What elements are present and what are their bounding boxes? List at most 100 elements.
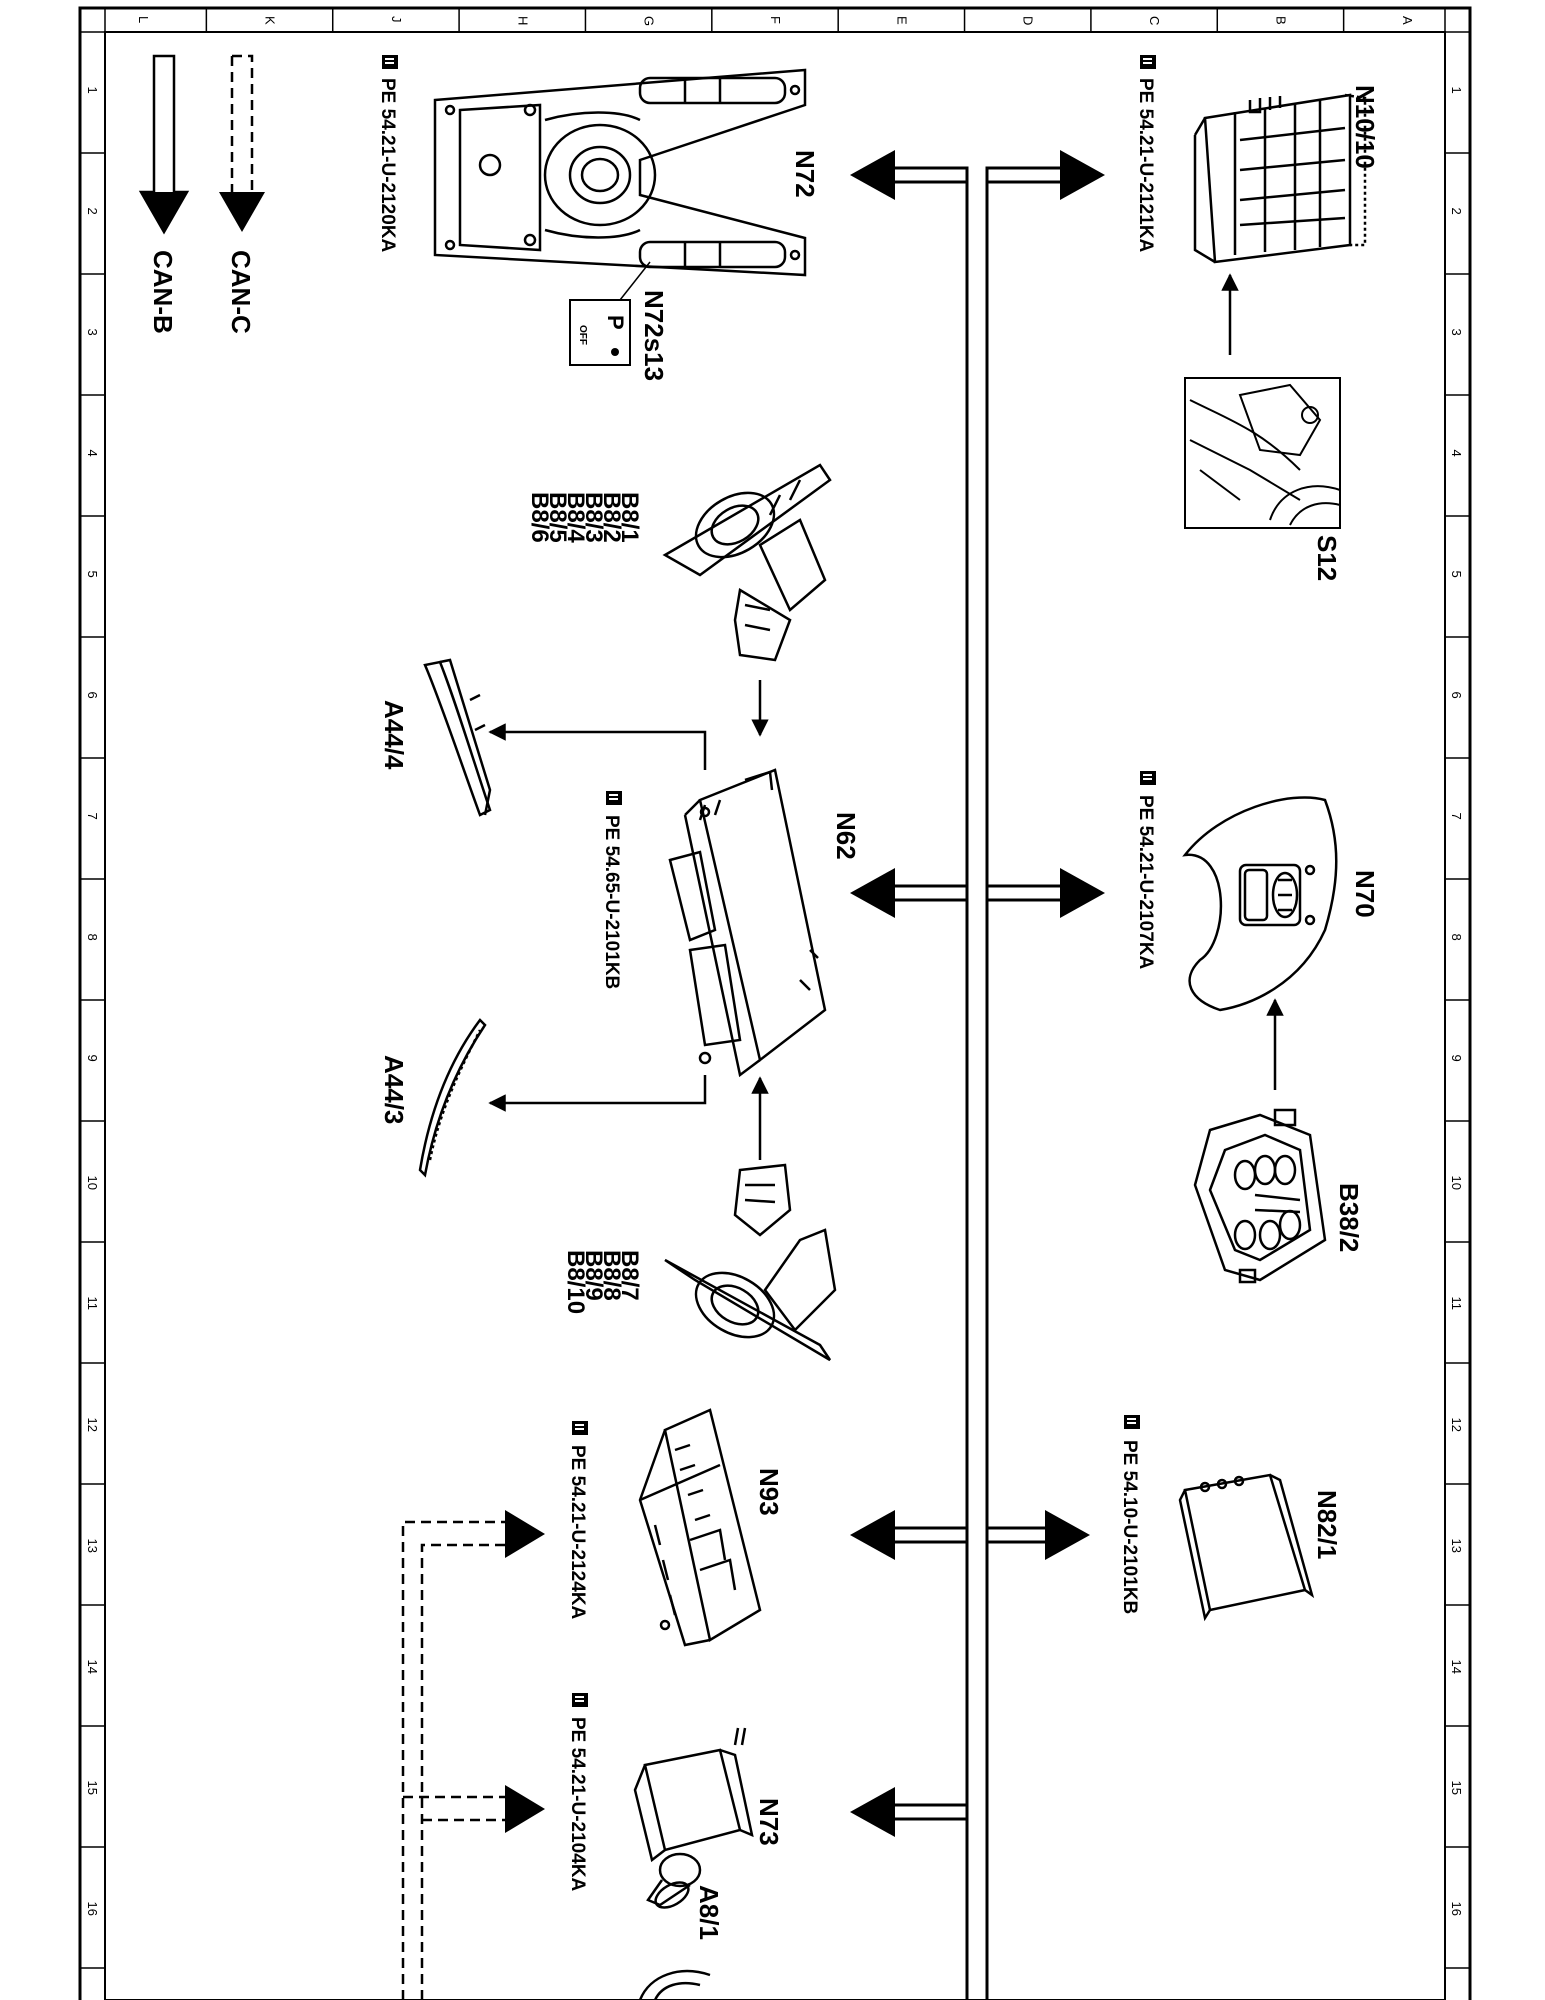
column-label: F (768, 16, 783, 24)
row-label-right: 15 (1449, 1781, 1464, 1795)
pe-book-icon (605, 790, 623, 806)
pe-book-icon (571, 1692, 589, 1708)
b8-rear-sensor-drawing (664, 1163, 837, 1362)
bus-branch-n73 (850, 1787, 967, 1837)
n72-reference-text: PE 54.21-U-2120KA (377, 78, 398, 253)
row-label-right: 12 (1449, 1418, 1464, 1432)
row-label-left: 3 (85, 329, 100, 336)
column-label: D (1021, 16, 1036, 25)
b8-front-sensor-label: B8/5 (544, 492, 571, 543)
n72s13-off-label: OFF (577, 325, 588, 345)
row-label-left: 16 (85, 1902, 100, 1916)
b8-rear-sensor-label: B8/9 (580, 1250, 607, 1301)
n70-overhead-light-module-drawing (1182, 796, 1338, 1012)
row-label-right: 6 (1449, 692, 1464, 699)
partial-component-bottom-drawing (638, 1970, 711, 2000)
row-label-right: 2 (1449, 208, 1464, 215)
b8-front-sensor-label: B8/6 (526, 492, 553, 543)
b8-front-sensor-label: B8/4 (562, 492, 589, 543)
b8-front-sensor-drawing (662, 463, 832, 662)
can-c-dashed-lines (401, 1510, 545, 2000)
a44-3-label: A44/3 (379, 1055, 409, 1124)
n73-reference-text: PE 54.21-U-2104KA (567, 1717, 588, 1892)
n62-parktronic-module-drawing (668, 768, 827, 1078)
n73-label: N73 (754, 1798, 784, 1846)
pe-book-icon (1139, 770, 1157, 786)
column-label: E (894, 16, 909, 25)
pe-book-icon (381, 54, 399, 70)
n82-1-module-drawing (1178, 1473, 1315, 1622)
row-label-right: 11 (1449, 1297, 1464, 1311)
legend-can-b: CAN-B (138, 54, 190, 334)
n82-1-reference-text: PE 54.10-U-2101KB (1119, 1440, 1140, 1614)
row-label-left: 1 (85, 87, 100, 94)
row-label-right: 8 (1449, 934, 1464, 941)
n62-to-a44-4-arrow (488, 723, 707, 770)
n72s13-label: N72s13 (639, 290, 669, 381)
b8-front-sensor-label: B8/3 (580, 492, 607, 543)
n10-10-reference: PE 54.21-U-2121KA (1135, 54, 1157, 253)
n62-to-a44-3-arrow (488, 1075, 707, 1112)
row-label-right: 14 (1449, 1660, 1464, 1674)
row-label-right: 9 (1449, 1055, 1464, 1062)
column-label: B (1273, 16, 1288, 25)
n93-module-drawing (638, 1408, 762, 1647)
n70-reference: PE 54.21-U-2107KA (1135, 770, 1157, 970)
a44-4-warning-display-drawing (423, 658, 492, 817)
row-label-left: 4 (85, 450, 100, 457)
column-label: H (515, 16, 530, 25)
b38-2-label: B38/2 (1334, 1183, 1364, 1252)
n82-1-reference: PE 54.10-U-2101KB (1119, 1414, 1141, 1614)
a8-1-label: A8/1 (694, 1885, 724, 1940)
b8-rear-sensor-label: B8/7 (616, 1250, 643, 1301)
column-label: C (1147, 16, 1162, 25)
bus-branch-n72-n10 (850, 150, 1105, 200)
legend-can-c-label: CAN-C (226, 250, 256, 334)
column-label: J (389, 16, 404, 23)
n62-reference: PE 54.65-U-2101KB (601, 790, 623, 989)
n62-label: N62 (831, 812, 861, 860)
column-label: L (136, 16, 151, 23)
n72-label: N72 (790, 150, 820, 198)
n70-label: N70 (1350, 870, 1380, 918)
n93-reference-text: PE 54.21-U-2124KA (567, 1445, 588, 1620)
column-label: K (263, 16, 278, 25)
n72-overhead-control-panel-drawing (433, 68, 807, 301)
s12-diagnostic-socket-drawing (1184, 377, 1341, 529)
bus-branch-n93-n82 (850, 1510, 1090, 1560)
a44-3-warning-display-drawing (418, 1018, 487, 1178)
bus-branch-n62-n70 (850, 868, 1105, 918)
n10-10-label: N10/10 (1350, 85, 1380, 169)
b38-2-rain-light-sensor-drawing (1193, 1108, 1327, 1284)
pe-book-icon (571, 1420, 589, 1436)
n82-1-label: N82/1 (1312, 1490, 1342, 1559)
b8-rear-sensor-label: B8/10 (562, 1250, 589, 1314)
legend-can-b-label: CAN-B (148, 250, 178, 334)
b8-front-sensor-label: B8/1 (616, 492, 643, 543)
s12-label: S12 (1312, 535, 1342, 581)
row-label-left: 9 (85, 1055, 100, 1062)
n72s13-symbol: P (603, 315, 628, 330)
n10-10-reference-text: PE 54.21-U-2121KA (1135, 78, 1156, 253)
row-label-left: 13 (85, 1539, 100, 1553)
pe-book-icon (1123, 1414, 1141, 1430)
row-label-left: 6 (85, 692, 100, 699)
n93-label: N93 (754, 1468, 784, 1516)
b8-front-labels: B8/1B8/2B8/3B8/4B8/5B8/6 (526, 492, 643, 543)
row-label-left: 2 (85, 208, 100, 215)
b8-rear-sensor-label: B8/8 (598, 1250, 625, 1301)
row-label-right: 13 (1449, 1539, 1464, 1553)
n73-reference: PE 54.21-U-2104KA (567, 1692, 589, 1892)
n73-ignition-switch-drawing (633, 1727, 754, 1909)
row-label-right: 10 (1449, 1176, 1464, 1190)
n62-reference-text: PE 54.65-U-2101KB (601, 815, 622, 989)
n10-10-module-drawing (1193, 93, 1367, 264)
row-label-right: 3 (1449, 329, 1464, 336)
row-label-right: 16 (1449, 1902, 1464, 1916)
row-label-left: 5 (85, 571, 100, 578)
drawing-frame (78, 6, 1472, 2000)
n70-reference-text: PE 54.21-U-2107KA (1135, 795, 1156, 970)
row-label-left: 12 (85, 1418, 100, 1432)
